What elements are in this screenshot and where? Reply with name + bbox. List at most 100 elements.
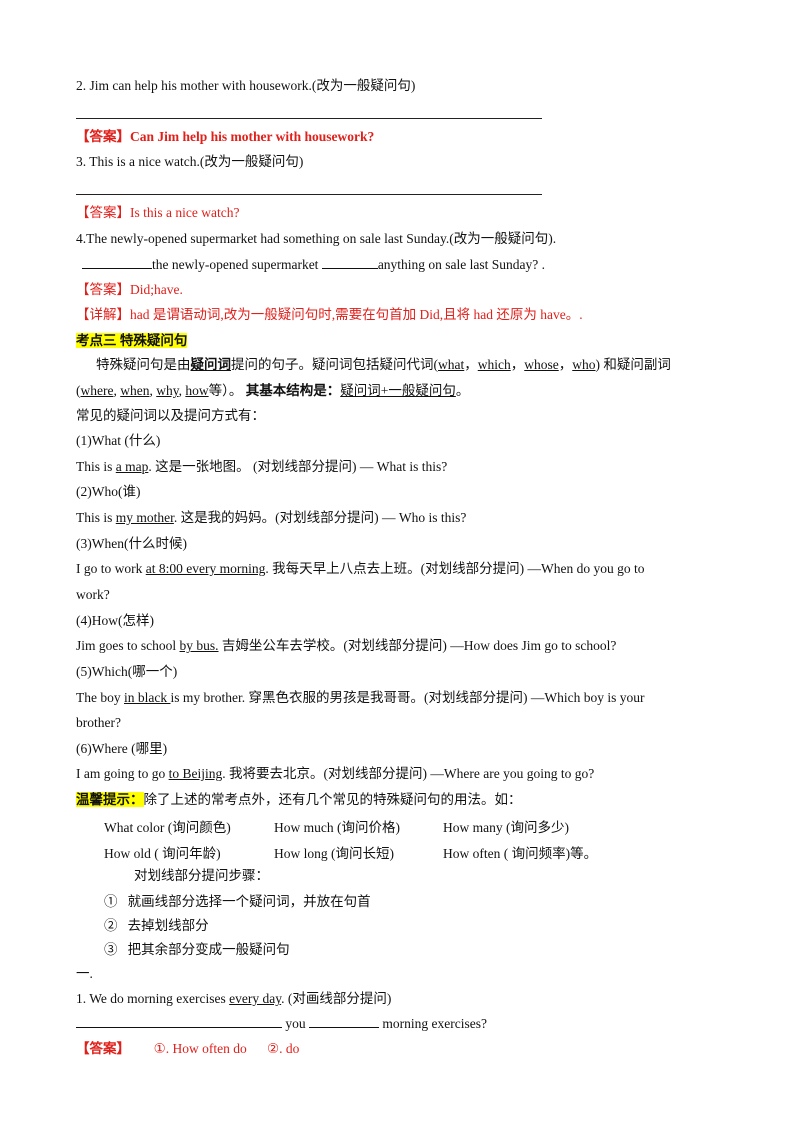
exercise-question-1: 1. We do morning exercises every day. (对… — [76, 990, 391, 1008]
answer-line — [76, 194, 542, 195]
answer-text: Did;have. — [130, 282, 183, 297]
question-text: 1. We do morning exercises — [76, 991, 230, 1006]
answer-text: ②. do — [266, 1041, 300, 1056]
section-title-wrap: 考点三 特殊疑问句 — [76, 332, 188, 350]
pronoun-who: who — [572, 357, 596, 372]
underlined-part: to Beijing — [168, 766, 223, 781]
answer-line — [76, 118, 542, 119]
example-text: I go to work — [76, 561, 146, 576]
answer-text: Can Jim help his mother with housework? — [130, 129, 375, 144]
steps-title: 对划线部分提问步骤： — [134, 868, 269, 883]
keyword: 疑问词 — [190, 357, 232, 372]
example-text: 吉姆坐公车去学校。(对划线部分提问) —How does Jim go to s… — [218, 638, 617, 653]
example-text: . 我每天早上八点去上班。(对划线部分提问) —When do you go t… — [265, 561, 645, 576]
underlined-part: every day — [229, 991, 282, 1006]
step-text: 去掉划线部分 — [127, 918, 209, 933]
tip-line: 温馨提示：除了上述的常考点外，还有几个常见的特殊疑问句的用法。如： — [76, 791, 522, 809]
step-item: ③ 把其余部分变成一般疑问句 — [104, 941, 290, 959]
example-head: (2)Who(谁) — [76, 484, 141, 499]
example-text: is my brother. 穿黑色衣服的男孩是我哥哥。(对划线部分提问) —W… — [170, 690, 645, 705]
example-head: (1)What (什么) — [76, 433, 161, 448]
step-number: ③ — [104, 942, 118, 957]
underlined-part: by bus. — [179, 638, 219, 653]
table-cell: How many (询问多少) — [443, 820, 569, 835]
explain-label: 【详解】 — [76, 307, 130, 322]
question-2: 2. Jim can help his mother with housewor… — [76, 78, 416, 93]
example-head: (4)How(怎样) — [76, 613, 154, 628]
section-intro: 特殊疑问句是由疑问词提问的句子。疑问词包括疑问代词(what，which，who… — [96, 357, 671, 372]
example-text: This is — [76, 459, 116, 474]
question-4: 4.The newly-opened supermarket had somet… — [76, 231, 557, 246]
step-item: ② 去掉划线部分 — [104, 917, 209, 935]
step-item: ① 就画线部分选择一个疑问词，并放在句首 — [104, 893, 371, 911]
example-text: . 这是一张地图。 (对划线部分提问) — What is this? — [148, 459, 448, 474]
example-sentence: I am going to go to Beijing. 我将要去北京。(对划线… — [76, 765, 594, 783]
table-cell: How long (询问长短) — [274, 846, 394, 861]
answer-3: 【答案】Is this a nice watch? — [76, 204, 239, 222]
exercise-heading: 一. — [76, 966, 93, 981]
fill-blank — [82, 256, 152, 269]
example-sentence: Jim goes to school by bus. 吉姆坐公车去学校。(对划线… — [76, 637, 616, 655]
adverb-how: how — [185, 383, 209, 398]
answer-label: 【答案】 — [76, 205, 130, 220]
question-4-fill: the newly-opened supermarket anything on… — [82, 256, 545, 274]
intro-text: 特殊疑问句是由 — [96, 357, 191, 372]
fill-blank — [321, 256, 378, 269]
answer-text: Is this a nice watch? — [130, 205, 240, 220]
table-cell: How much (询问价格) — [274, 820, 400, 835]
fill-text: morning exercises? — [379, 1016, 487, 1031]
example-head: (3)When(什么时候) — [76, 536, 187, 551]
example-sentence: I go to work at 8:00 every morning. 我每天早… — [76, 560, 644, 578]
section-title: 考点三 特殊疑问句 — [76, 333, 188, 348]
step-text: 把其余部分变成一般疑问句 — [127, 942, 290, 957]
tip-label: 温馨提示： — [76, 792, 144, 807]
example-head: (5)Which(哪一个) — [76, 664, 178, 679]
table-cell: How often ( 询问频率)等。 — [443, 846, 598, 861]
table-cell: What color (询问颜色) — [104, 820, 231, 835]
adverb-when: when — [120, 383, 150, 398]
example-text: Jim goes to school — [76, 638, 180, 653]
fill-blank — [76, 1015, 282, 1028]
answer-label: 【答案】 — [76, 1041, 130, 1056]
example-sentence: The boy in black is my brother. 穿黑色衣服的男孩… — [76, 689, 644, 707]
pronoun-what: what — [438, 357, 465, 372]
adverb-why: why — [156, 383, 179, 398]
example-sentence: This is my mother. 这是我的妈妈。(对划线部分提问) — Wh… — [76, 509, 466, 527]
example-sentence-cont: work? — [76, 587, 110, 602]
answer-label: 【答案】 — [76, 129, 130, 144]
structure-text: 疑问词+一般疑问句 — [340, 383, 456, 398]
answer-text: ①. How often do — [153, 1041, 247, 1056]
pronoun-whose: whose — [524, 357, 559, 372]
table-cell: How old ( 询问年龄) — [104, 846, 221, 861]
underlined-part: my mother — [115, 510, 174, 525]
answer-label: 【答案】 — [76, 282, 130, 297]
section-intro-2: (where, when, why, how等）。 其基本结构是：疑问词+一般疑… — [76, 383, 470, 398]
intro-text: 等）。 — [208, 383, 243, 398]
common-words-heading: 常见的疑问词以及提问方式有： — [76, 408, 265, 423]
answer-2: 【答案】Can Jim help his mother with housewo… — [76, 128, 374, 146]
underlined-part: in black — [124, 690, 171, 705]
step-number: ① — [104, 894, 118, 909]
example-sentence-cont: brother? — [76, 715, 121, 730]
underlined-part: a map — [115, 459, 149, 474]
example-text: I am going to go — [76, 766, 169, 781]
exercise-answer: 【答案】 ①. How often do ②. do — [76, 1040, 299, 1058]
intro-text: 和疑问副词 — [603, 357, 671, 372]
underlined-part: at 8:00 every morning — [145, 561, 266, 576]
step-number: ② — [104, 918, 118, 933]
fill-blank — [309, 1015, 379, 1028]
example-sentence: This is a map. 这是一张地图。 (对划线部分提问) — What … — [76, 458, 447, 476]
example-text: . 这是我的妈妈。(对划线部分提问) — Who is this? — [173, 510, 467, 525]
question-text: . (对画线部分提问) — [281, 991, 392, 1006]
step-text: 就画线部分选择一个疑问词，并放在句首 — [127, 894, 371, 909]
answer-4: 【答案】Did;have. — [76, 281, 183, 299]
example-text: . 我将要去北京。(对划线部分提问) —Where are you going … — [222, 766, 595, 781]
structure-label: 其基本结构是： — [245, 383, 341, 398]
explain-text: had 是谓语动词,改为一般疑问句时,需要在句首加 Did,且将 had 还原为… — [130, 307, 583, 322]
fill-text: you — [282, 1016, 309, 1031]
example-text: The boy — [76, 690, 124, 705]
explanation-4: 【详解】had 是谓语动词,改为一般疑问句时,需要在句首加 Did,且将 had… — [76, 306, 583, 324]
example-text: This is — [76, 510, 116, 525]
exercise-fill: you morning exercises? — [76, 1015, 487, 1033]
